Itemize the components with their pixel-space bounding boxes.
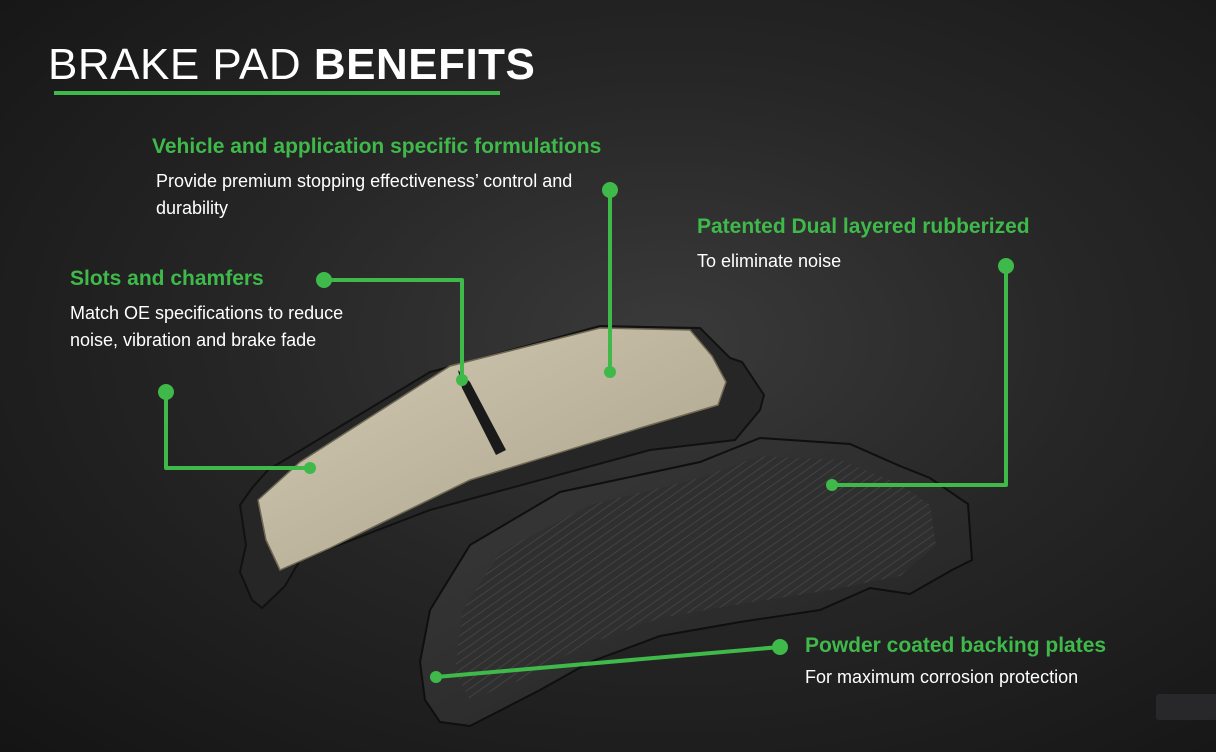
title-light: BRAKE PAD bbox=[48, 40, 314, 89]
slots-heading: Slots and chamfers bbox=[70, 267, 264, 290]
formulations-heading: Vehicle and application specific formula… bbox=[152, 135, 602, 158]
bottom-pad-shim-texture bbox=[455, 456, 936, 700]
corner-badge bbox=[1156, 694, 1216, 720]
callout-line-slots bbox=[322, 278, 464, 382]
callout-dot-chamfer-end bbox=[304, 462, 316, 474]
slots-desc: Match OE specifications to reduce noise,… bbox=[70, 303, 344, 350]
page-title: BRAKE PAD BENEFITS bbox=[48, 40, 535, 90]
callout-dot-slots bbox=[316, 272, 332, 288]
title-underline bbox=[54, 91, 500, 95]
callout-dot-backing bbox=[772, 639, 788, 655]
shims-desc: To eliminate noise bbox=[697, 251, 842, 271]
callout-line-chamfer bbox=[164, 390, 312, 470]
callout-line-backing bbox=[434, 645, 782, 679]
callout-dot-formulations bbox=[602, 182, 618, 198]
title-bold: BENEFITS bbox=[313, 40, 536, 89]
formulations-desc: Provide premium stopping effectiveness’ … bbox=[156, 171, 573, 218]
top-pad-friction-block bbox=[257, 327, 727, 571]
shims-heading: Patented Dual layered rubberized bbox=[697, 215, 1030, 238]
top-pad-slot bbox=[458, 370, 506, 455]
callout-dot-shims-end bbox=[826, 479, 838, 491]
callout-dot-formulations-end bbox=[604, 366, 616, 378]
backing-heading: Powder coated backing plates bbox=[805, 634, 1107, 657]
callout-dot-backing-end bbox=[430, 671, 442, 683]
callout-dot-slots-end bbox=[456, 374, 468, 386]
callout-line-shims bbox=[830, 264, 1008, 487]
callout-dot-chamfer bbox=[158, 384, 174, 400]
callout-dot-shims bbox=[998, 258, 1014, 274]
backing-desc: For maximum corrosion protection bbox=[805, 667, 1079, 687]
